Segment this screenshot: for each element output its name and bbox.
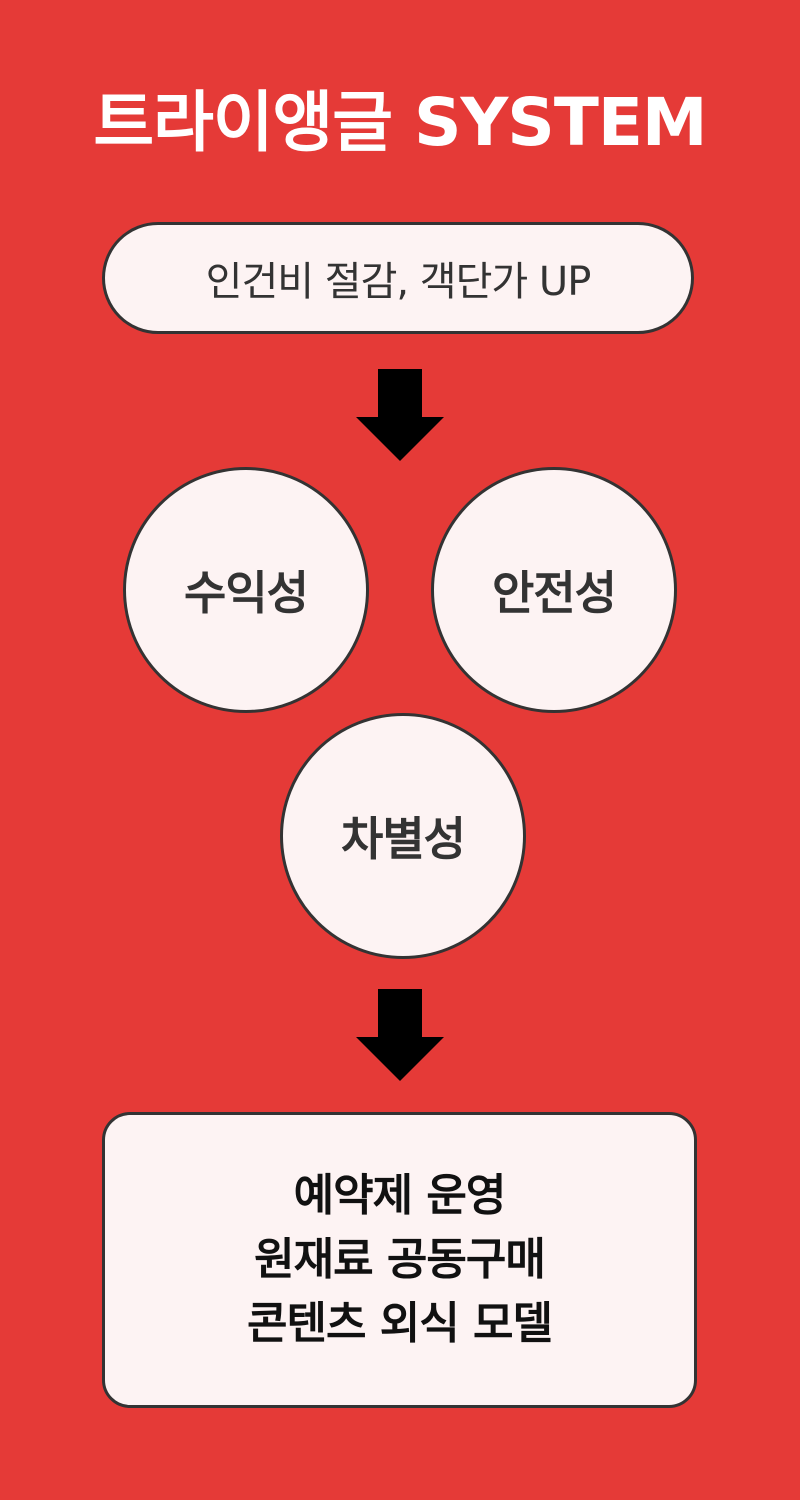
down-arrow-icon — [356, 369, 444, 461]
pillar-label: 수익성 — [184, 566, 309, 620]
down-arrow-icon — [356, 989, 444, 1081]
result-line: 콘텐츠 외식 모델 — [247, 1298, 553, 1349]
result-box: 예약제 운영 원재료 공동구매 콘텐츠 외식 모델 — [102, 1112, 697, 1408]
pillar-circle-differentiation: 차별성 — [280, 713, 526, 959]
pillar-circle-profitability: 수익성 — [123, 467, 369, 713]
pillar-label: 안전성 — [492, 566, 617, 620]
pillar-circle-stability: 안전성 — [431, 467, 677, 713]
pillar-label: 차별성 — [341, 812, 466, 866]
result-line: 예약제 운영 — [293, 1170, 507, 1221]
premise-label: 인건비 절감, 객단가 UP — [205, 259, 592, 305]
premise-pill: 인건비 절감, 객단가 UP — [102, 222, 694, 334]
page-title: 트라이앵글 SYSTEM — [93, 84, 707, 161]
result-line: 원재료 공동구매 — [254, 1234, 546, 1285]
